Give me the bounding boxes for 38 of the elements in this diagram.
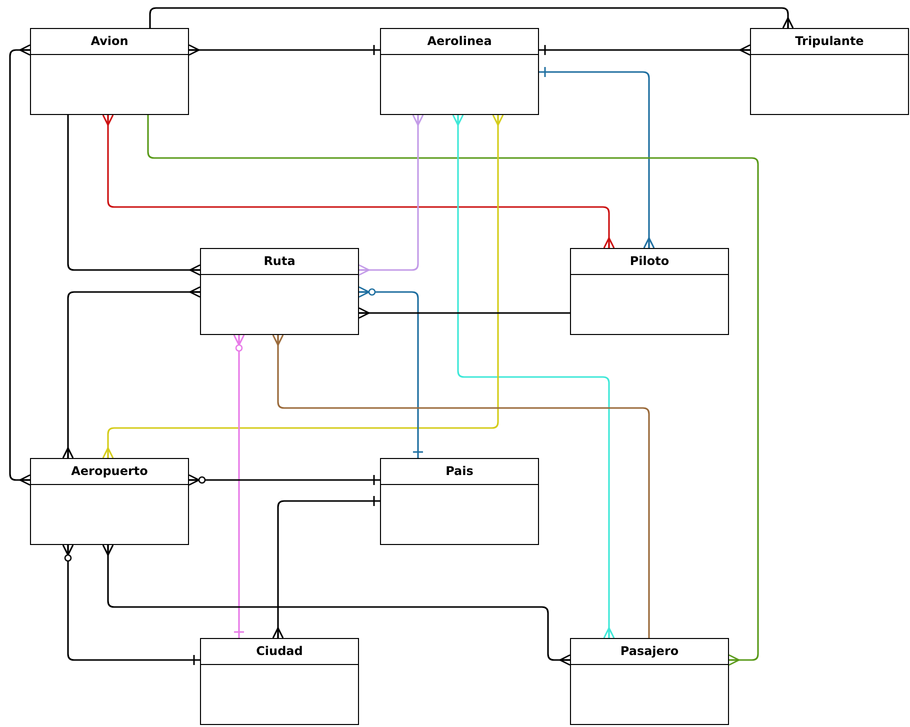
entity-title: Pasajero bbox=[571, 639, 728, 665]
relationship-line bbox=[188, 474, 380, 486]
entity-box bbox=[30, 458, 189, 545]
relationship-line bbox=[272, 334, 650, 638]
entity-title: Avion bbox=[31, 29, 188, 55]
relationship-line bbox=[147, 115, 759, 666]
relationship-line bbox=[67, 115, 201, 276]
relationship-line bbox=[358, 114, 424, 276]
entity-box bbox=[380, 28, 539, 115]
relationship-line bbox=[358, 286, 424, 458]
relationship-line bbox=[102, 114, 615, 249]
entity-box bbox=[380, 458, 539, 545]
entity-box bbox=[200, 248, 359, 335]
relationship-line bbox=[358, 307, 570, 319]
relationship-line bbox=[102, 114, 504, 459]
relationship-line bbox=[539, 44, 751, 56]
relationship-line bbox=[9, 44, 31, 486]
entity-title: Ruta bbox=[201, 249, 358, 275]
entity-title: Aerolinea bbox=[381, 29, 538, 55]
relationship-line bbox=[452, 114, 615, 639]
entity-box bbox=[570, 248, 729, 335]
entity-box bbox=[750, 28, 909, 115]
relationship-line bbox=[188, 44, 380, 56]
relationship-line bbox=[149, 7, 794, 29]
entity-title: Piloto bbox=[571, 249, 728, 275]
relationship-line bbox=[233, 334, 245, 638]
relationship-line bbox=[272, 495, 380, 639]
entity-box bbox=[200, 638, 359, 725]
entity-title: Tripulante bbox=[751, 29, 908, 55]
relationship-line bbox=[62, 286, 201, 459]
entity-title: Pais bbox=[381, 459, 538, 485]
entity-box bbox=[30, 28, 189, 115]
relationship-line bbox=[539, 66, 655, 249]
relationship-line bbox=[102, 544, 571, 666]
entity-box bbox=[570, 638, 729, 725]
entity-title: Aeropuerto bbox=[31, 459, 188, 485]
relationship-line bbox=[62, 544, 200, 666]
entity-title: Ciudad bbox=[201, 639, 358, 665]
